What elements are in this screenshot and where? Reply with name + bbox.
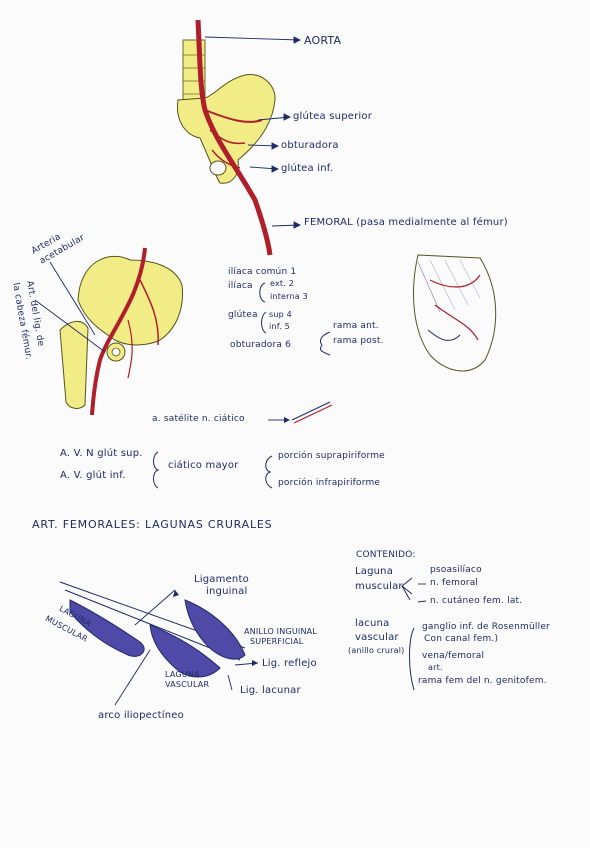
branch-rama-post: rama post. [333,336,384,346]
contenido-vascular: vascular [355,632,399,643]
label-inguinal: inguinal [206,586,248,597]
label-obturadora: obturadora [281,140,339,151]
contenido-vena: vena/femoral [422,651,485,661]
branch-interna: interna 3 [270,292,308,301]
branch-sup: sup 4 [269,310,292,319]
label-glutea-superior: glútea superior [293,111,373,122]
contenido-ganglio: ganglio inf. de Rosenmüller [422,622,550,632]
branch-iliaca-comun: ilíaca común 1 [228,267,297,277]
lagunas-drawing [59,581,259,706]
label-laguna-vascular-1: LAGUNA [165,670,200,679]
label-av-glut-inf: A. V. glút inf. [60,470,126,481]
contenido-psoasiliaco: psoasilíaco [430,565,482,575]
label-ligamento: Ligamento [194,574,249,585]
brackets [153,282,415,691]
leader-lines-top [204,36,302,229]
branch-glutea: glútea [228,310,258,320]
contenido-heading: CONTENIDO: [356,550,416,560]
contenido-muscular: muscular [355,581,403,592]
branch-obturadora: obturadora 6 [230,340,292,350]
contenido-laguna: Laguna [355,566,394,577]
label-glutea-inf: glútea inf. [281,163,334,174]
contenido-art: art. [428,663,443,672]
contenido-rama-fem: rama fem del n. genitofem. [418,676,547,686]
label-laguna-vascular-2: VASCULAR [165,680,210,689]
label-superficial: SUPERFICIAL [250,637,304,646]
contenido-n-femoral: n. femoral [430,578,479,588]
leader-lines-middle [34,261,106,353]
label-av-glut-sup: A. V. N glút sup. [60,448,143,459]
branch-iliaca: ilíaca [228,281,253,291]
label-femoral: FEMORAL (pasa medialmente al fémur) [304,217,508,228]
gluteal-drawing [413,254,497,372]
pelvis-drawing-middle [59,247,184,416]
label-lig-reflejo: Lig. reflejo [262,658,317,669]
heading-femorales: ART. FEMORALES: LAGUNAS CRURALES [32,518,273,531]
label-lig-lacunar: Lig. lacunar [240,685,301,696]
contenido-arrows [417,583,427,603]
label-ciatico-mayor: ciático mayor [168,460,239,471]
label-aorta: AORTA [304,34,342,47]
label-porcion-infra: porción infrapiriforme [278,478,381,488]
contenido-n-cutaneo: n. cutáneo fem. lat. [430,596,523,606]
label-anillo-inguinal: ANILLO INGUINAL [244,627,317,636]
branch-ext: ext. 2 [270,279,295,288]
contenido-canal: Con canal fem.) [424,634,499,644]
label-arco-iliopectineo: arco iliopectíneo [98,710,184,721]
label-satelite: a. satélite n. ciático [152,414,245,424]
contenido-anillo-crural: (anillo crural) [348,646,405,655]
branch-inf: inf. 5 [269,322,290,331]
branch-rama-ant: rama ant. [333,321,379,331]
label-porcion-supra: porción suprapiriforme [278,451,385,461]
satellite-nerve-sketch [268,401,333,424]
contenido-lacuna: lacuna [355,618,390,629]
pelvis-drawing-top [176,19,276,256]
